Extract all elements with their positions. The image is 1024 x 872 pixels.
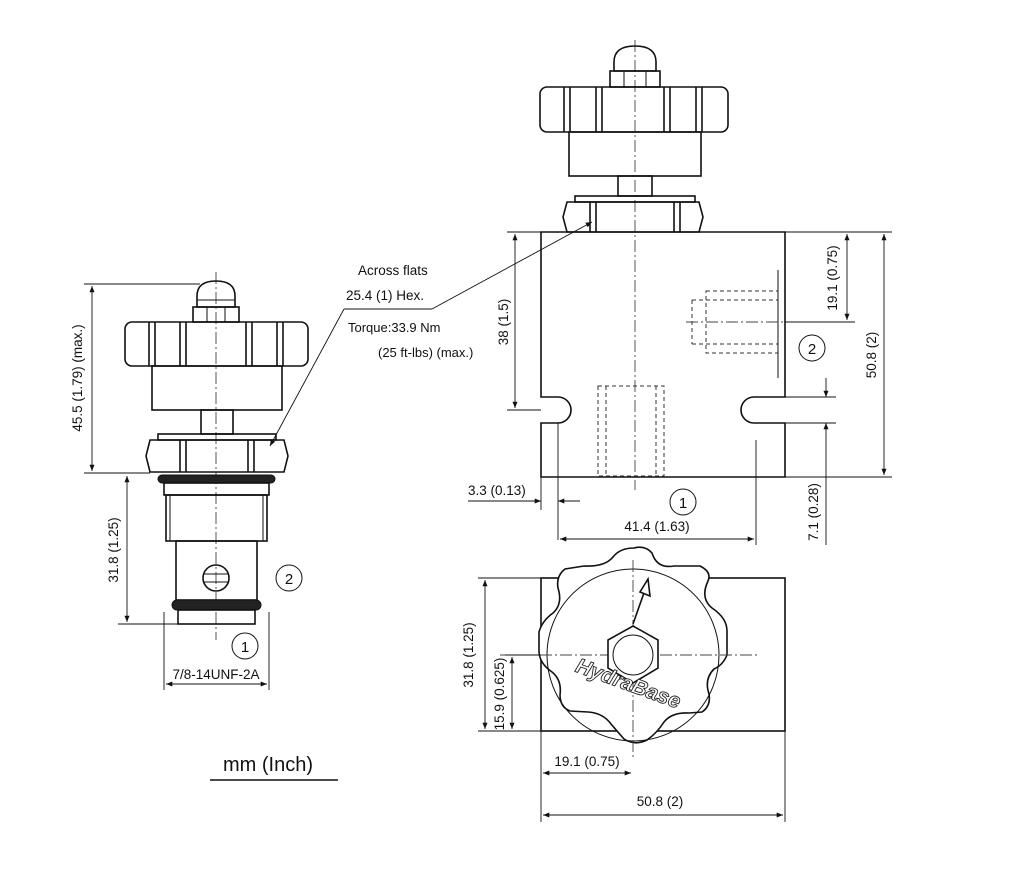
dim-19-1-vertical: 19.1 (0.75): [825, 245, 840, 310]
port-2-label-left: 2: [285, 571, 293, 588]
manifold-front-view: [539, 40, 800, 490]
manifold-top-view: HydraBase: [500, 546, 786, 760]
dim-50-8-vertical: 50.8 (2): [864, 332, 879, 379]
callout-torque: Torque:33.9 Nm: [348, 320, 441, 335]
dim-cartridge-height: 45.5 (1.79) (max.): [70, 324, 85, 431]
units-label: mm (Inch): [223, 754, 313, 776]
manifold-top-dimensions: 31.8 (1.25) 15.9 (0.625) 19.1 (0.75) 50.…: [461, 577, 786, 822]
cartridge-side-view: [124, 272, 309, 640]
dim-50-8-horizontal: 50.8 (2): [637, 794, 684, 809]
dim-38: 38 (1.5): [496, 299, 511, 346]
port-1-label-left: 1: [241, 639, 249, 656]
dim-7-1: 7.1 (0.28): [806, 483, 821, 541]
thread-spec: 7/8-14UNF-2A: [172, 667, 259, 682]
dim-31-8-top: 31.8 (1.25): [461, 622, 476, 687]
dim-19-1-horizontal: 19.1 (0.75): [554, 754, 619, 769]
dim-3-3: 3.3 (0.13): [468, 483, 526, 498]
dim-41-4: 41.4 (1.63): [624, 519, 689, 534]
cartridge-dimensions: 45.5 (1.79) (max.) 31.8 (1.25) 7/8-14UNF…: [70, 283, 303, 690]
port-2-label-front: 2: [808, 341, 816, 358]
callout-hex-size: 25.4 (1) Hex.: [346, 288, 424, 303]
callout-across-flats: Across flats: [358, 263, 428, 278]
hex-torque-callout: Across flats 25.4 (1) Hex. Torque:33.9 N…: [269, 221, 593, 447]
dim-15-9: 15.9 (0.625): [492, 658, 507, 731]
dim-cartridge-length: 31.8 (1.25): [106, 517, 121, 582]
port-1-label-front: 1: [679, 495, 687, 512]
callout-torque-ftlbs: (25 ft-lbs) (max.): [378, 345, 473, 360]
manifold-front-dimensions: 38 (1.5) 19.1 (0.75) 50.8 (2) 2 7.1 (0.2…: [468, 231, 892, 545]
units-legend: mm (Inch): [210, 754, 338, 781]
